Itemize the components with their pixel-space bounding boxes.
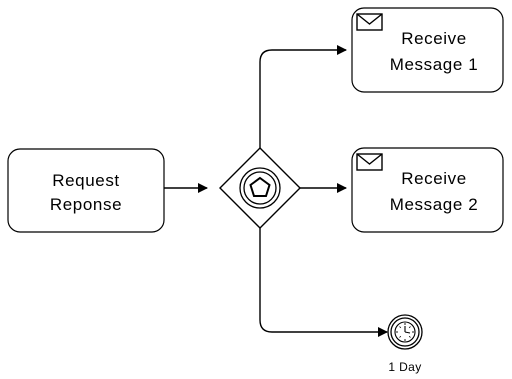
flow-gateway-to-receive1 [259,45,347,150]
event-based-gateway[interactable] [219,147,301,229]
task-receive-message-1[interactable]: Receive Message 1 [351,7,504,93]
envelope-icon [356,13,383,31]
flow-gateway-to-timer [259,228,388,337]
timer-label: 1 Day [388,360,421,374]
task-receive1-line1: Receive [401,29,467,48]
task-request-line2: Reponse [50,195,122,214]
task-receive1-line2: Message 1 [390,55,479,74]
task-receive2-line1: Receive [401,169,467,188]
task-request-response[interactable]: Request Reponse [7,148,165,233]
clock-icon [394,321,416,343]
pentagon-icon [249,176,271,197]
envelope-icon [356,153,383,171]
timer-event[interactable]: 1 Day [387,314,423,374]
task-receive2-line2: Message 2 [390,195,479,214]
task-receive-message-2[interactable]: Receive Message 2 [351,147,504,233]
task-request-line1: Request [52,171,120,190]
